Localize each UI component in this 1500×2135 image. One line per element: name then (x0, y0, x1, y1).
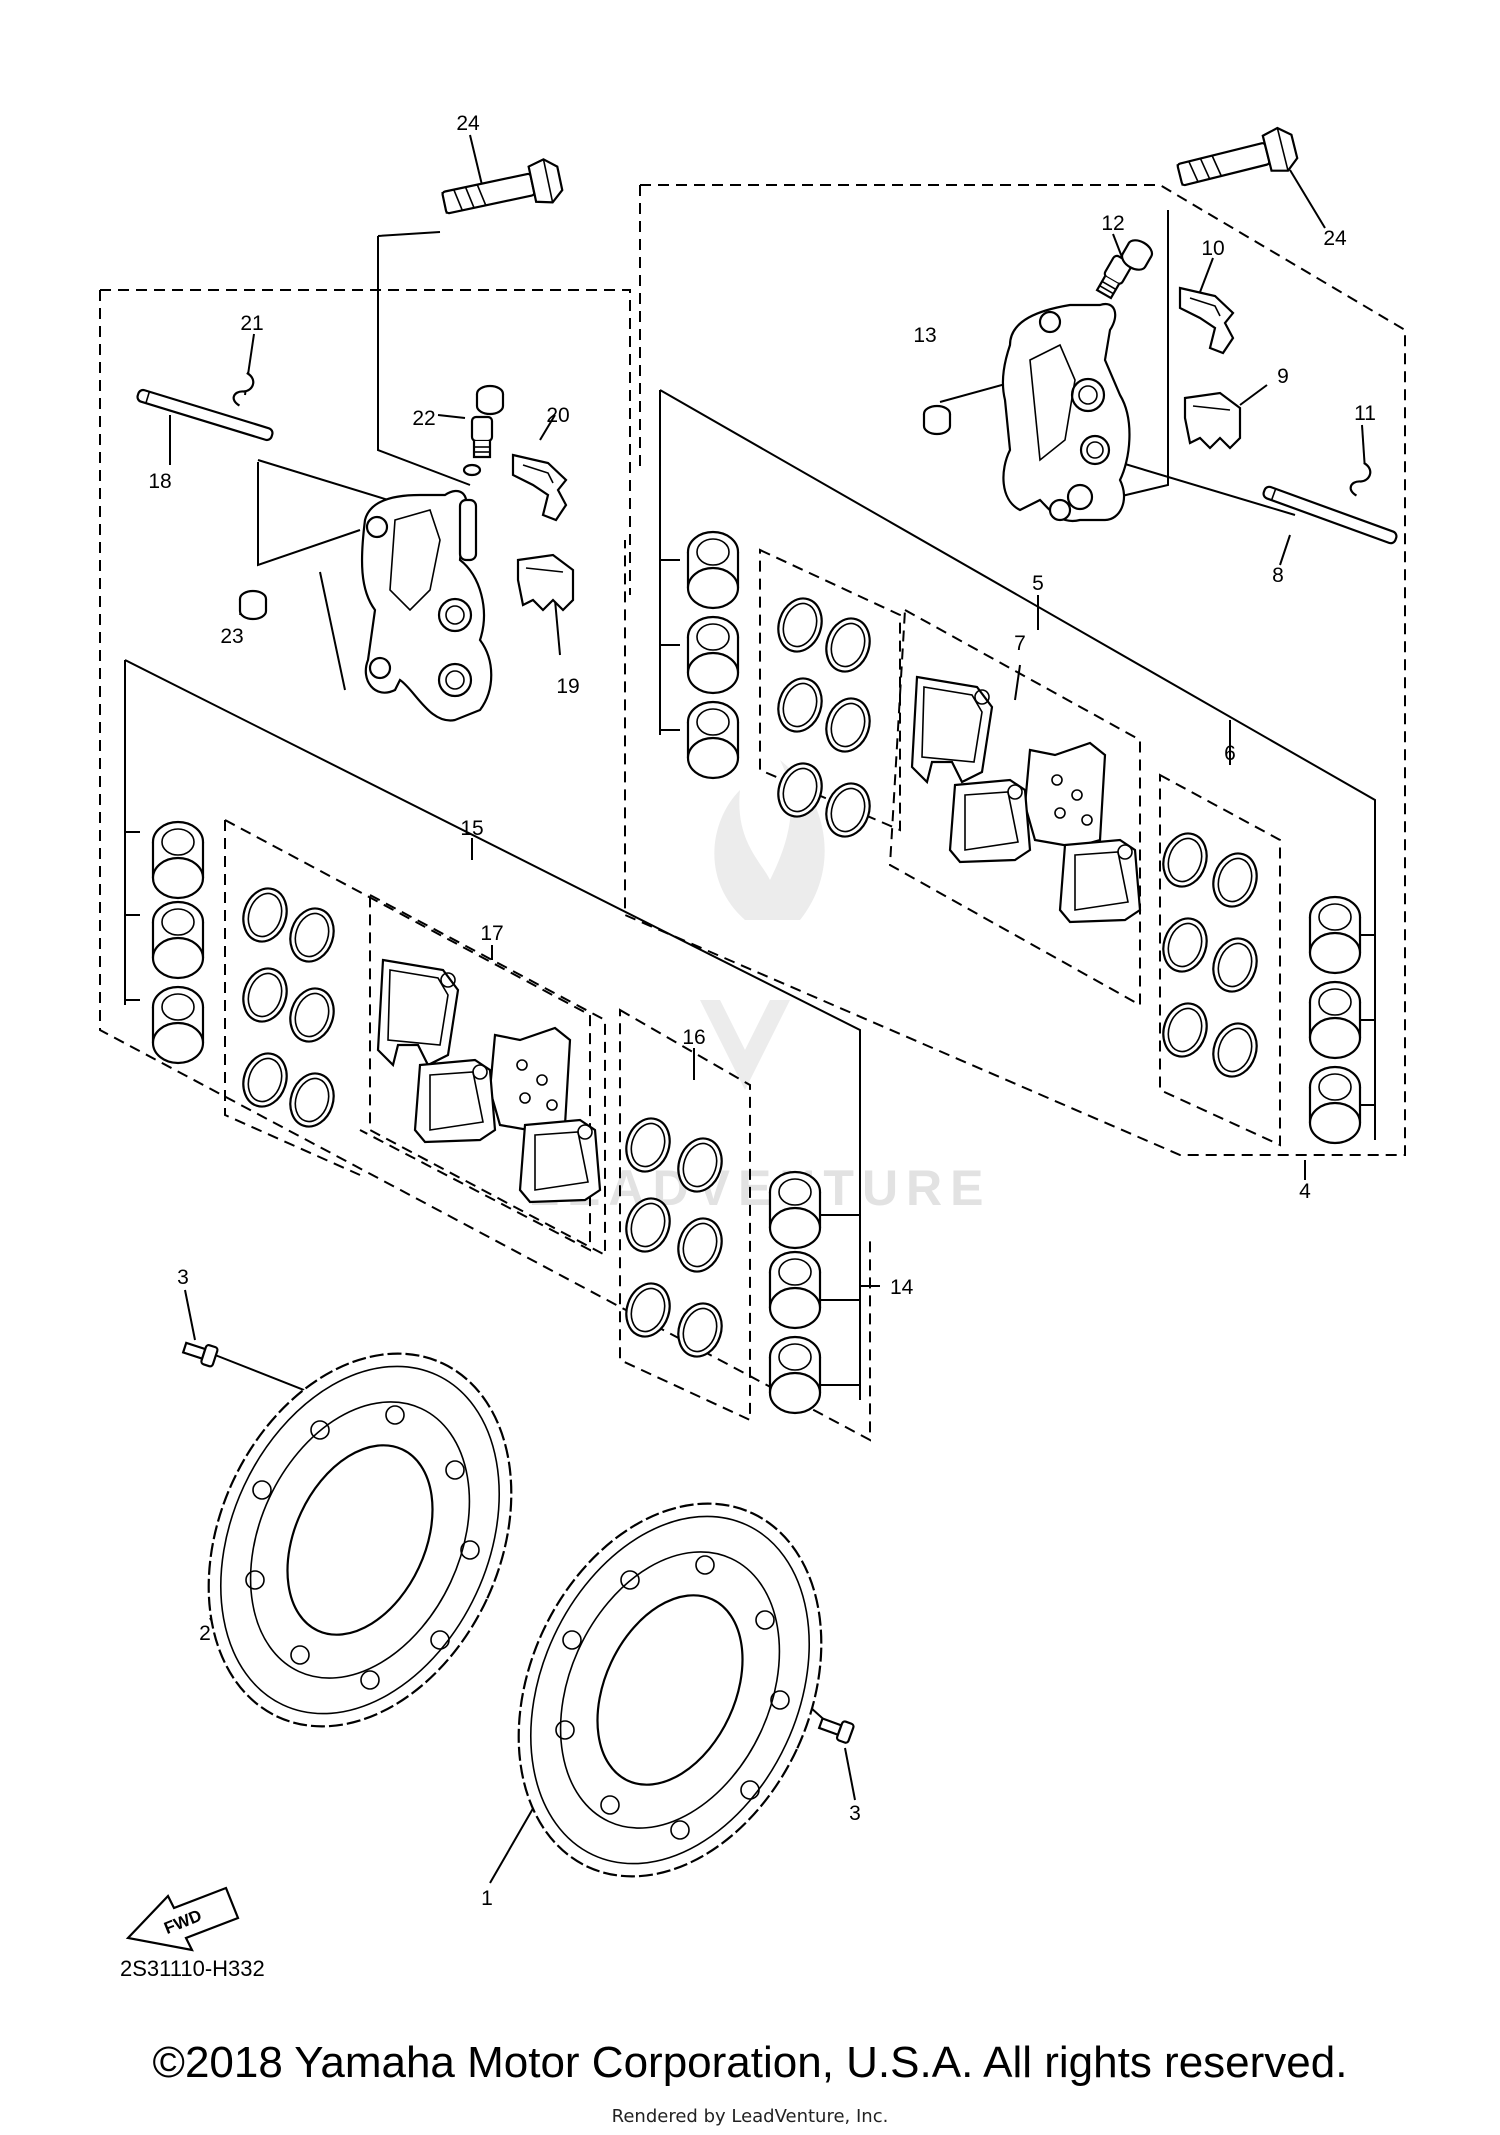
callout-8: 8 (1272, 564, 1284, 587)
right-lower-seals (1155, 826, 1265, 1084)
fwd-arrow-icon: FWD (125, 1886, 240, 1952)
callout-7: 7 (1014, 632, 1026, 655)
callout-16: 16 (682, 1026, 705, 1049)
callout-11: 11 (1354, 402, 1376, 425)
right-brake-disc (517, 1502, 823, 1878)
left-brake-disc (207, 1352, 513, 1728)
left-pistons (151, 820, 205, 1065)
callout-13: 13 (913, 324, 936, 347)
callout-15: 15 (460, 817, 483, 840)
callout-12: 12 (1101, 212, 1124, 235)
callouts: 24 24 12 10 13 9 11 8 5 7 6 4 21 18 22 2… (148, 112, 1376, 1910)
callout-24-right: 24 (1323, 227, 1347, 250)
callout-17: 17 (480, 922, 503, 945)
callout-1: 1 (481, 1887, 493, 1910)
callout-2: 2 (199, 1622, 211, 1645)
callout-6: 6 (1224, 742, 1236, 765)
callout-18: 18 (148, 470, 171, 493)
left-caliper-body (360, 489, 493, 722)
copyright-notice: ©2018 Yamaha Motor Corporation, U.S.A. A… (152, 2038, 1348, 2087)
left-pads (376, 958, 602, 1204)
callout-5: 5 (1032, 572, 1044, 595)
middle-pistons (768, 1170, 822, 1415)
right-lower-pistons (1308, 895, 1362, 1145)
watermark: LEADVENTURE (528, 760, 984, 1216)
callout-19: 19 (556, 675, 579, 698)
rendered-by-notice: Rendered by LeadVenture, Inc. (611, 2106, 889, 2127)
callout-4: 4 (1299, 1180, 1311, 1203)
callout-9: 9 (1277, 365, 1289, 388)
callout-23: 23 (220, 625, 243, 648)
callout-21: 21 (240, 312, 263, 335)
callout-14: 14 (890, 1276, 914, 1299)
left-caliper-parts (135, 155, 575, 621)
callout-20: 20 (546, 404, 569, 427)
diagram-code: 2S31110-H332 (120, 1956, 265, 1981)
right-upper-seals (770, 591, 878, 844)
right-upper-pistons (686, 530, 740, 780)
right-caliper-parts (922, 124, 1399, 546)
middle-seals (618, 1111, 730, 1364)
group-outlines (99, 184, 1406, 1442)
callout-22: 22 (412, 407, 435, 430)
right-pads (910, 675, 1142, 924)
callout-3-left: 3 (177, 1266, 189, 1289)
callout-10: 10 (1201, 237, 1224, 260)
left-seals (235, 881, 342, 1134)
right-caliper-body (1001, 302, 1131, 523)
callout-24-left: 24 (456, 112, 480, 135)
callout-3-right: 3 (849, 1802, 861, 1825)
